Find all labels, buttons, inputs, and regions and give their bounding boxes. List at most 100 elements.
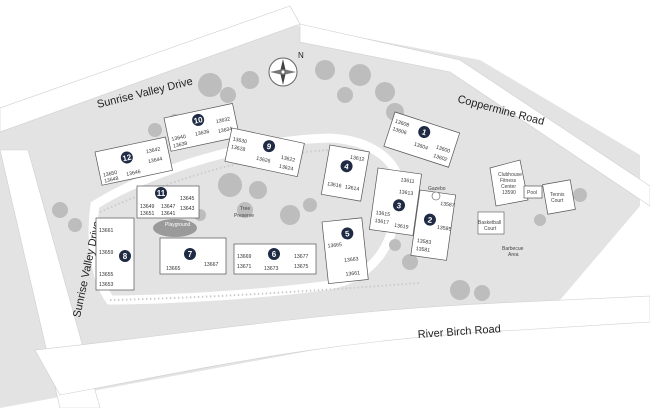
building-address: 13622: [280, 155, 295, 164]
building-address: 13677: [294, 254, 309, 260]
building-address: 13675: [294, 264, 309, 270]
playground-area: [153, 219, 197, 237]
building-number: 12: [122, 153, 133, 164]
building-address: 13655: [99, 272, 114, 278]
clubhouse-label: Clubhouse: [498, 172, 522, 178]
building-address: 13612: [350, 155, 365, 163]
road-label-river-birch: River Birch Road: [417, 323, 501, 341]
clubhouse-label: Fitness: [500, 178, 517, 184]
building-address: 13624: [278, 164, 293, 173]
building-address: 13653: [99, 282, 114, 288]
building-address: 13645: [180, 196, 195, 202]
pool: [523, 185, 543, 199]
building-address: 13581: [415, 246, 430, 254]
building-number: 10: [193, 115, 204, 126]
building-address: 13636: [195, 129, 210, 138]
building-address: 13663: [344, 256, 359, 263]
building-address: 13665: [166, 266, 181, 272]
building-address: 13646: [126, 169, 141, 178]
gazebo: [431, 191, 441, 201]
building-address: 13667: [204, 262, 219, 268]
building-12: 12 13650 13648 13646 13642 13644: [94, 136, 173, 186]
building-address: 13665: [327, 242, 342, 249]
building-4: 4 13616 13614 13612: [320, 144, 370, 202]
basketball-court: [477, 211, 505, 235]
barbecue-area-label: Area: [508, 252, 519, 258]
barbecue-area-label: Barbecue: [502, 246, 524, 252]
building-number: 8: [123, 252, 128, 261]
tree-preserve-label: Tree: [240, 206, 250, 212]
road-coppermine: [299, 23, 650, 207]
tennis-court-label: Tennis: [550, 192, 565, 198]
building-number: 4: [344, 162, 350, 172]
building-number: 11: [157, 189, 166, 198]
building-address: 13661: [99, 228, 114, 234]
building-address: 13630: [232, 136, 247, 145]
building-address: 13583: [416, 238, 431, 246]
building-6: 6 13669 13671 13673 13677 13675: [233, 243, 317, 275]
building-address: 13604: [413, 142, 429, 152]
building-number: 3: [396, 201, 402, 211]
clubhouse-label: 13590: [502, 190, 516, 196]
building-number: 2: [427, 215, 433, 225]
building-address: 13585: [436, 225, 451, 233]
road-sunrise-valley-left: [0, 149, 101, 408]
building-address: 13673: [264, 266, 279, 272]
compass-north-label: N: [298, 51, 304, 60]
building-address: 13642: [146, 146, 161, 155]
building-address: 13617: [374, 218, 389, 226]
building-address: 13641: [161, 211, 176, 217]
building-address: 13602: [432, 153, 448, 163]
building-address: 13648: [104, 176, 119, 185]
building-address: 13649: [140, 204, 155, 210]
building-address: 13626: [256, 156, 271, 165]
building-11: 11 13649 13651 13647 13641 13645 13643: [136, 185, 200, 219]
building-3: 3 13611 13613 13615 13617 13619: [368, 167, 422, 236]
building-2: 2 13587 13585 13583 13581: [410, 189, 457, 261]
tree-preserve-label: Preserve: [234, 213, 254, 219]
basketball-court-label: Basketball: [478, 220, 501, 226]
building-address: 13661: [345, 270, 360, 277]
building-5: 5 13665 13663 13661: [321, 217, 369, 285]
building-number: 7: [188, 250, 193, 259]
building-address: 13608: [394, 119, 410, 129]
building-address: 13632: [215, 116, 230, 125]
building-address: 13613: [398, 189, 413, 197]
building-address: 13640: [171, 134, 186, 143]
playground-label: Playground: [165, 222, 191, 228]
parking-row: [109, 282, 421, 301]
building-number: 9: [266, 142, 273, 152]
building-8: 8 13661 13659 13655 13653: [95, 217, 135, 291]
building-address: 13628: [230, 144, 245, 153]
building-address: 13643: [180, 206, 195, 212]
building-address: 13638: [173, 141, 188, 150]
building-address: 13669: [237, 254, 252, 260]
clubhouse-label: Center: [501, 184, 516, 190]
building-number: 1: [421, 128, 429, 138]
compass-rose: [268, 57, 298, 87]
building-address: 13587: [440, 201, 455, 209]
building-address: 13616: [327, 181, 342, 189]
gazebo-label: Gazebo: [428, 186, 446, 192]
building-10: 10 13640 13638 13636 13632 13634: [163, 103, 240, 152]
building-1: 1 13608 13606 13604 13600 13602: [383, 111, 461, 168]
tennis-court-label: Court: [551, 198, 564, 204]
building-address: 13650: [103, 170, 118, 179]
clubhouse: [489, 159, 529, 207]
building-7: 7 13665 13667: [159, 237, 227, 275]
road-river-birch: [34, 295, 650, 396]
building-address: 13619: [394, 223, 409, 231]
building-address: 13647: [161, 204, 176, 210]
building-address: 13614: [344, 184, 359, 192]
building-address: 13611: [400, 177, 415, 185]
building-address: 13651: [140, 211, 155, 217]
building-address: 13634: [217, 126, 232, 135]
building-address: 13644: [148, 156, 163, 165]
basketball-court-label: Court: [484, 226, 497, 232]
building-address: 13600: [435, 145, 451, 155]
building-address: 13671: [237, 264, 252, 270]
building-number: 5: [345, 229, 351, 238]
pool-label: Pool: [527, 190, 537, 196]
